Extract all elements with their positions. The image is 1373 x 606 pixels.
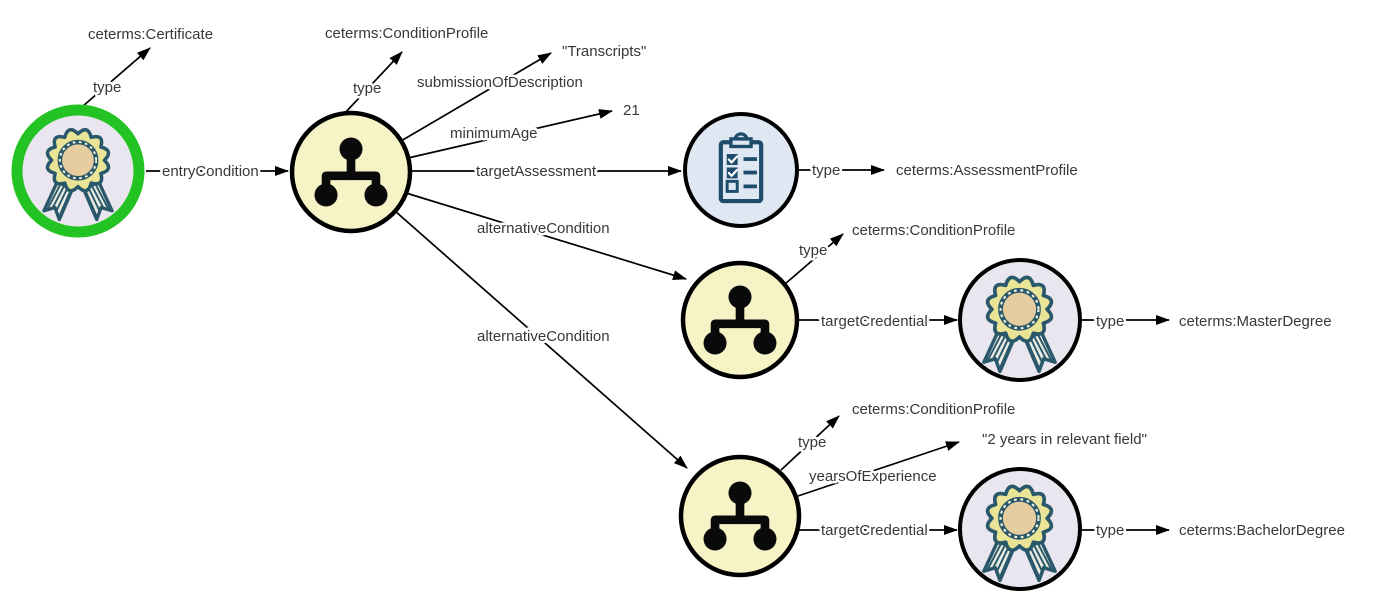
edge-line [394,210,688,469]
edge-line [343,51,403,115]
edge-label: targetCredential [821,522,928,539]
literal-conditionprofile-type: ceterms:ConditionProfile [852,222,1015,239]
edge-type-conditionprofile-1 [343,51,403,115]
nodes-layer [11,104,1082,591]
labels-layer: type ceterms:Certificate entryCondition … [86,23,1348,542]
node-bachelor-degree[interactable] [958,467,1082,591]
node-alternative-condition-profile-1[interactable] [680,260,800,380]
edge-yearsofexperience [794,441,960,498]
edge-label: alternativeCondition [477,220,610,237]
edge-label: targetCredential [821,313,928,330]
edge-label: targetAssessment [476,163,597,180]
edge-label: type [1096,313,1124,330]
node-certificate[interactable] [11,104,145,238]
literal-years-experience: "2 years in relevant field" [982,431,1147,448]
literal-conditionprofile-type: ceterms:ConditionProfile [325,25,488,42]
edge-type-conditionprofile-3 [780,415,840,471]
literal-transcripts: "Transcripts" [562,43,646,60]
node-alternative-condition-profile-2[interactable] [678,454,802,578]
edge-line [784,233,844,285]
literal-minimum-age: 21 [623,102,640,119]
edge-alternativecondition-2 [394,210,688,469]
edge-alternativecondition-1 [405,192,687,280]
edge-minimumage [407,109,613,159]
literal-certificate-type: ceterms:Certificate [88,26,213,43]
edge-line [794,441,960,498]
node-assessment-profile[interactable] [683,112,799,228]
literal-masterdegree-type: ceterms:MasterDegree [1179,313,1332,330]
edge-type-certificate [82,47,151,107]
edge-label: entryCondition [162,163,259,180]
edge-label: type [798,434,826,451]
edge-label: type [1096,522,1124,539]
edge-label: type [812,162,840,179]
edge-type-conditionprofile-2 [784,233,844,285]
edge-line [405,192,687,280]
edge-label: type [93,79,121,96]
edge-label: minimumAge [450,125,538,142]
edge-label: submissionOfDescription [417,74,583,91]
edge-label: alternativeCondition [477,328,610,345]
node-entry-condition-profile[interactable] [289,110,413,234]
edge-line [407,109,613,159]
edges-layer [82,47,1170,535]
edge-submissionofdescription [400,52,552,142]
edge-label: yearsOfExperience [809,468,937,485]
literal-conditionprofile-type: ceterms:ConditionProfile [852,401,1015,418]
edge-line [400,52,552,142]
literal-bachelordegree-type: ceterms:BachelorDegree [1179,522,1345,539]
edge-label: type [799,242,827,259]
literal-assessmentprofile-type: ceterms:AssessmentProfile [896,162,1078,179]
node-master-degree[interactable] [958,258,1082,382]
edge-label: type [353,80,381,97]
edge-line [82,47,151,107]
edge-line [780,415,840,471]
